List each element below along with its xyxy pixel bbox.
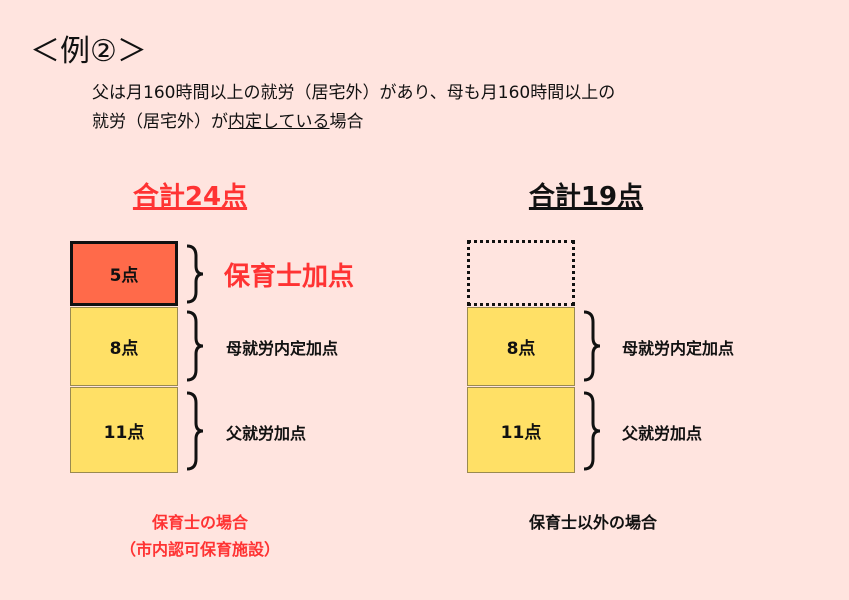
brace-icon — [186, 391, 204, 471]
father-employment-label: 父就労加点 — [622, 424, 703, 443]
empty-points-box — [467, 240, 575, 306]
father-points-box: 11点 — [70, 387, 178, 473]
right-caption: 保育士以外の場合 — [528, 513, 657, 532]
father-employment-label: 父就労加点 — [226, 424, 307, 443]
example-title: ＜例②＞ — [30, 34, 147, 69]
left-total: 合計24点 — [132, 182, 248, 212]
father-points-box: 11点 — [467, 387, 575, 473]
text: 就労（居宅外）が — [92, 112, 228, 132]
mother-employment-label: 母就労内定加点 — [622, 339, 735, 358]
brace-icon — [583, 391, 601, 471]
brace-icon — [583, 310, 601, 382]
childcare-worker-bonus-label: 保育士加点 — [224, 262, 355, 292]
brace-icon — [186, 244, 204, 304]
childcare-worker-points-box: 5点 — [70, 241, 178, 306]
right-total: 合計19点 — [528, 182, 644, 212]
left-caption: 保育士の場合 — [151, 513, 248, 532]
mother-points-box: 8点 — [467, 307, 575, 386]
left-caption-sub: （市内認可保育施設） — [119, 540, 280, 559]
mother-points-box: 8点 — [70, 307, 178, 386]
brace-icon — [186, 310, 204, 382]
underlined-text: 内定している — [228, 112, 330, 132]
description-line-2: 就労（居宅外）が内定している場合 — [92, 107, 364, 132]
text: 場合 — [329, 112, 364, 132]
description-line-1: 父は月160時間以上の就労（居宅外）があり、母も月160時間以上の — [92, 83, 616, 103]
mother-employment-label: 母就労内定加点 — [226, 339, 339, 358]
